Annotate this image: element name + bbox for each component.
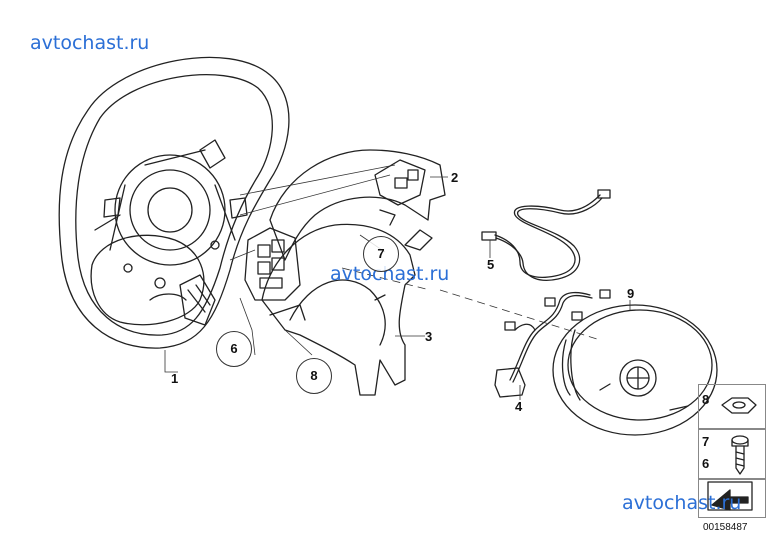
multifunction-switch-upper: [269, 149, 446, 261]
torx-screw: [731, 435, 749, 475]
arrow-symbol-icon: [707, 481, 753, 511]
sidebar-label-6: 6: [702, 456, 710, 471]
multifunction-switch-left: [244, 227, 301, 301]
sidebar-label-7: 7: [702, 434, 710, 449]
part-label-3: 3: [425, 329, 433, 344]
steering-wheel-trim-cover: [261, 223, 416, 396]
part-label-9: 9: [627, 286, 635, 301]
circled-label-6: 6: [216, 331, 252, 367]
sidebar-label-8: 8: [702, 392, 710, 407]
watermark-bottom-right: avtochast.ru: [622, 492, 742, 514]
leader-lines: [164, 164, 631, 400]
sidebar-box-nut: [698, 384, 766, 430]
part-label-1: 1: [171, 371, 179, 386]
part-label-2: 2: [451, 170, 459, 185]
part-label-5: 5: [487, 257, 495, 272]
reference-number: 00158487: [703, 522, 748, 533]
circled-label-8: 8: [296, 358, 332, 394]
sidebar-box-arrow: [698, 478, 766, 518]
watermark-center: avtochast.ru: [330, 263, 450, 285]
airbag-wiring-4: [494, 289, 611, 398]
part-label-4: 4: [515, 399, 523, 414]
steering-wheel: [58, 56, 290, 349]
hex-nut: [721, 397, 757, 414]
circled-label-7: 7: [363, 236, 399, 272]
wiring-harness-5: [481, 189, 611, 281]
airbag-module: [552, 304, 718, 436]
watermark-top-left: avtochast.ru: [30, 32, 150, 54]
sidebar-box-screw: [698, 428, 766, 480]
